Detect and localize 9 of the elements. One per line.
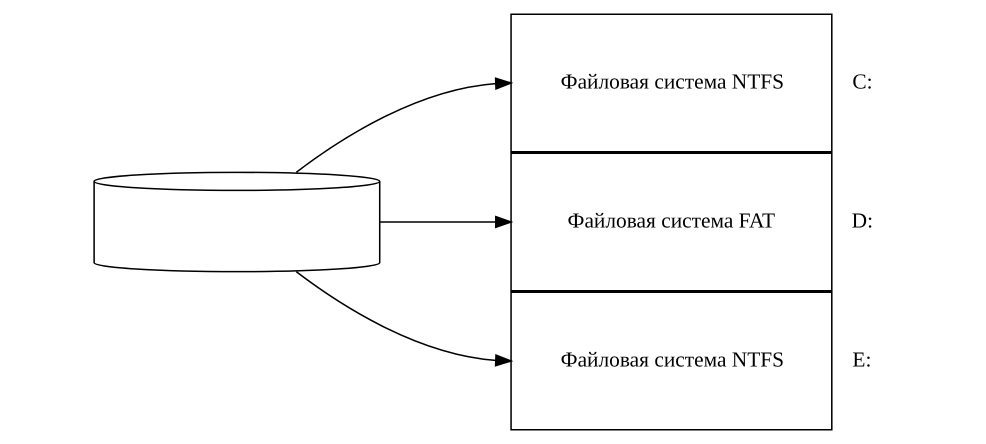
arrow (295, 271, 513, 367)
node-label: C: (852, 70, 872, 94)
node-label: D: (851, 208, 873, 233)
arrow (295, 77, 513, 173)
node-box: Файловая система NTFS (510, 292, 832, 430)
node-label: E: (852, 348, 871, 372)
node-box: Файловая система FAT (510, 152, 832, 292)
arrow (379, 216, 513, 228)
node-box: Файловая система NTFS (510, 14, 832, 152)
